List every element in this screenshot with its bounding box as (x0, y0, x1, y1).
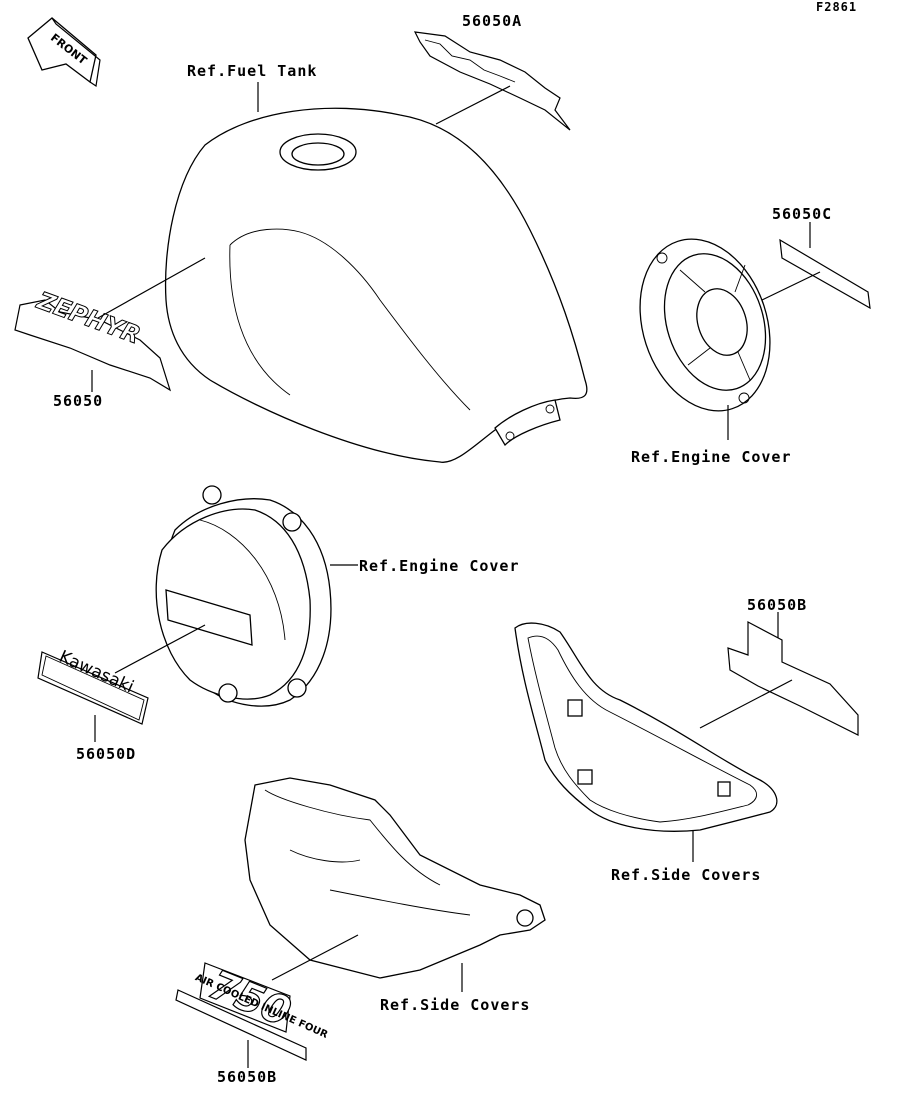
ref-side-covers-right-label: Ref.Side Covers (611, 866, 762, 884)
side-cover-right-illustration (514, 622, 778, 862)
engine-cover-left-illustration (114, 485, 358, 707)
ref-engine-cover-left-label: Ref.Engine Cover (359, 557, 520, 575)
ref-engine-cover-right-label: Ref.Engine Cover (631, 448, 792, 466)
decal-56050C (761, 222, 871, 310)
engine-cover-right-illustration (639, 238, 771, 440)
part-number-56050B-upper: 56050B (747, 596, 808, 614)
ref-side-covers-lower-label: Ref.Side Covers (380, 996, 531, 1014)
part-number-56050A: 56050A (462, 12, 523, 30)
part-number-56050D: 56050D (76, 745, 137, 763)
front-direction-arrow-icon: FRONT (27, 17, 101, 88)
decal-56050B-750: 750 AIR COOLED INLINE FOUR (175, 961, 330, 1068)
fuel-tank-illustration (164, 82, 588, 463)
ref-fuel-tank-label: Ref.Fuel Tank (187, 62, 318, 80)
side-cover-lower-illustration (244, 777, 546, 992)
decal-56050D-kawasaki: Kawasaki (37, 647, 149, 742)
decal-56050B-upper (699, 612, 859, 736)
figure-code: F2861 (816, 0, 858, 14)
part-number-56050: 56050 (53, 392, 104, 410)
part-number-56050C: 56050C (772, 205, 833, 223)
part-number-56050B-lower: 56050B (217, 1068, 278, 1086)
decal-56050A (413, 31, 571, 131)
